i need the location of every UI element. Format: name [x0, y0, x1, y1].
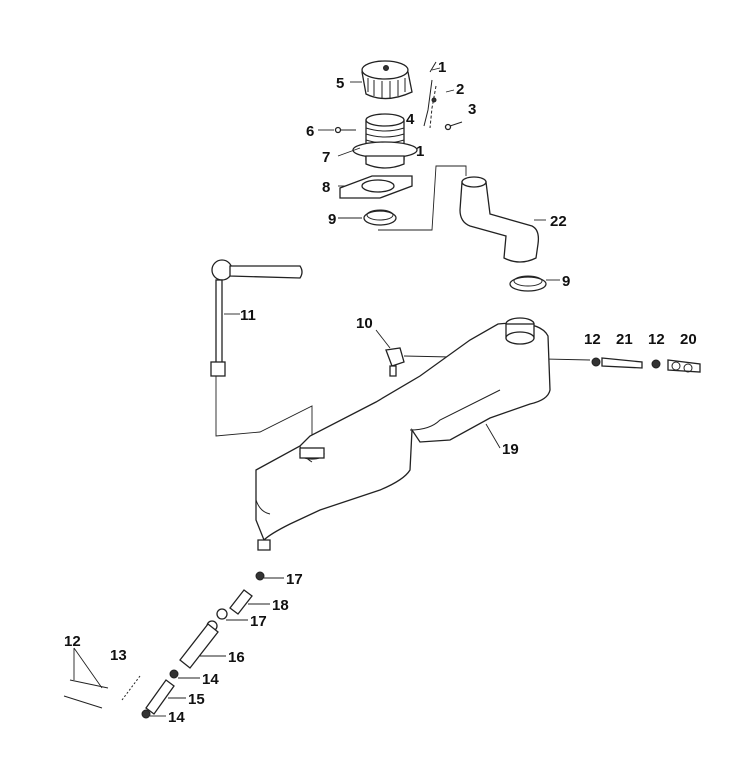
callout-12-c: 12 — [64, 633, 81, 650]
callout-10: 10 — [356, 315, 373, 332]
fuel-cap — [361, 60, 413, 100]
vent-hose-assembly — [591, 357, 701, 373]
callout-20: 20 — [680, 331, 697, 348]
callout-6: 6 — [306, 123, 314, 140]
callout-18: 18 — [272, 597, 289, 614]
callout-16: 16 — [228, 649, 245, 666]
callout-3: 3 — [468, 101, 476, 118]
callout-8: 8 — [322, 179, 330, 196]
tank-fitting — [385, 347, 405, 377]
callout-9-right: 9 — [562, 273, 570, 290]
callout-1-top: 1 — [438, 59, 446, 76]
filler-neck-screw — [334, 126, 356, 134]
callout-5: 5 — [336, 75, 344, 92]
callout-14-b: 14 — [168, 709, 185, 726]
callout-13: 13 — [110, 647, 127, 664]
callout-14-a: 14 — [202, 671, 219, 688]
callout-11: 11 — [240, 307, 256, 324]
callout-17-b: 17 — [250, 613, 267, 630]
callout-17-a: 17 — [286, 571, 303, 588]
drain-hardware — [63, 571, 265, 719]
callout-22: 22 — [550, 213, 567, 230]
callout-12-b: 12 — [648, 331, 665, 348]
callout-19: 19 — [502, 441, 519, 458]
callout-1-bottom: 1 — [416, 143, 424, 160]
fuel-tank — [255, 317, 551, 551]
hose-clamp-top — [363, 209, 397, 226]
fuel-sender — [210, 259, 303, 377]
callout-2: 2 — [456, 81, 464, 98]
cap-retainer-strap — [423, 61, 463, 131]
callout-21: 21 — [616, 331, 633, 348]
callout-4: 4 — [406, 111, 415, 128]
gasket — [339, 175, 413, 199]
callout-15: 15 — [188, 691, 205, 708]
callout-9-top: 9 — [328, 211, 336, 228]
hose-clamp-right — [509, 275, 547, 292]
callout-leaders — [73, 67, 560, 717]
filler-hose — [459, 176, 540, 263]
filler-neck — [352, 113, 418, 169]
callout-12-a: 12 — [584, 331, 601, 348]
callout-7: 7 — [322, 149, 330, 166]
